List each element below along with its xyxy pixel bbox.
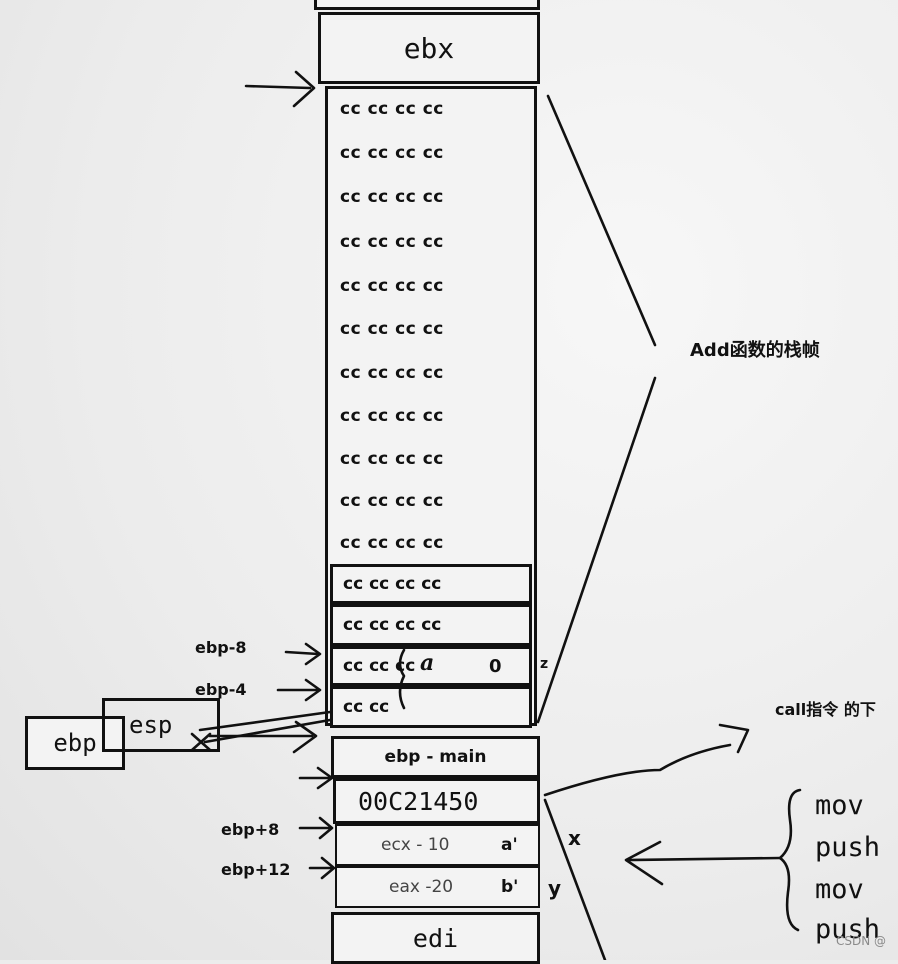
esp-register-box: esp — [102, 698, 220, 752]
return-address-label: 00C21450 — [358, 786, 479, 816]
ebp-plus-8-label: ebp+8 — [221, 820, 280, 839]
ebp-plus-8-arrow — [298, 816, 334, 840]
cc-row: cc cc cc cc — [340, 143, 444, 163]
cc-row: cc cc cc cc — [340, 232, 444, 252]
ebp-minus-8-arrow — [284, 642, 322, 666]
cc-cell: cc cc cc cc — [330, 564, 532, 604]
ecx-param-tag: a' — [501, 835, 518, 855]
ebp-minus-8-label: ebp-8 — [195, 638, 247, 657]
ebp-register-box: ebp — [25, 716, 125, 770]
instruction-mov-1: mov — [815, 790, 864, 821]
ebp-main-box: ebp - main — [331, 736, 540, 778]
cc-row: cc cc cc cc — [340, 406, 444, 426]
frame-bracket-upper — [546, 94, 657, 347]
cc-row: cc cc cc cc — [340, 491, 444, 511]
ecx-param-box: ecx - 10 a' — [335, 824, 540, 866]
esp-link-line — [198, 710, 332, 732]
edi-label: edi — [412, 923, 459, 953]
ebp-main-label: ebp - main — [384, 747, 487, 767]
ebp-main-arrow — [208, 720, 318, 754]
cc-row: cc cc cc cc — [340, 319, 444, 339]
esp-register-label: esp — [129, 711, 173, 739]
instruction-mov-2: mov — [815, 874, 864, 905]
cc-row: cc cc cc cc — [340, 449, 444, 469]
z-var-label: z — [540, 656, 549, 672]
cc-cell-text: cc cc cc cc — [343, 615, 442, 635]
return-address-arrow — [298, 766, 334, 790]
cc-cell-text: cc cc cc — [343, 656, 416, 676]
ebp-link-line — [203, 718, 332, 744]
frame-bracket-lower — [536, 376, 657, 724]
ebp-plus-12-label: ebp+12 — [221, 860, 291, 879]
top-pointer-arrow — [244, 70, 316, 108]
cc-cell: cc cc cc cc — [330, 604, 532, 646]
scribble-brace — [398, 648, 406, 710]
brace-to-params-arrow — [624, 840, 782, 886]
cc-row: cc cc cc cc — [340, 363, 444, 383]
param-diagonal — [543, 798, 607, 960]
cc-cell-text: cc cc — [343, 697, 390, 717]
z-value: 0 — [489, 655, 502, 677]
ebp-minus-4-arrow — [276, 678, 322, 702]
cc-row: cc cc cc cc — [340, 276, 444, 296]
cc-row: cc cc cc cc — [340, 533, 444, 553]
cc-cell-z: cc cc cc 0 — [330, 646, 532, 686]
instruction-brace — [778, 788, 802, 932]
eax-param-box: eax -20 b' — [335, 866, 540, 908]
stack-top-edge-box — [314, 0, 540, 10]
cc-cell-text: cc cc cc cc — [343, 574, 442, 594]
ebp-register-label: ebp — [53, 729, 97, 757]
y-param-label: y — [548, 876, 562, 900]
cc-row: cc cc cc cc — [340, 187, 444, 207]
eax-param-tag: b' — [501, 877, 519, 897]
scribble-a: a — [420, 650, 435, 676]
cc-row: cc cc cc cc — [340, 99, 444, 119]
x-param-label: x — [568, 826, 581, 850]
instruction-push-1: push — [815, 832, 881, 863]
csdn-watermark: CSDN @ — [835, 934, 886, 948]
instruction-push-2: push — [815, 914, 881, 945]
ebx-label: ebx — [403, 31, 455, 65]
ecx-param-label: ecx - 10 — [381, 835, 450, 855]
return-address-box: 00C21450 — [333, 778, 540, 824]
ebp-plus-12-arrow — [308, 856, 336, 880]
eax-param-label: eax -20 — [389, 877, 454, 897]
add-frame-label: Add函数的栈帧 — [690, 340, 820, 361]
ebp-minus-4-label: ebp-4 — [195, 680, 247, 699]
cc-cell: cc cc — [330, 686, 532, 728]
call-instruction-note: call指令 的下 — [775, 700, 876, 719]
crosshatch-mark — [190, 732, 212, 752]
ebx-box: ebx — [318, 12, 540, 84]
call-arrow — [543, 723, 750, 797]
